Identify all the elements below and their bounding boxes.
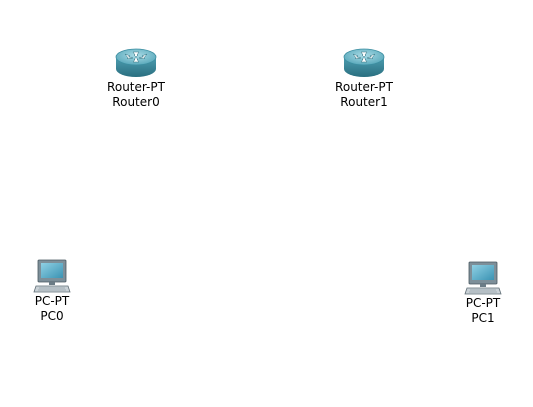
router-icon xyxy=(115,48,157,77)
device-pc1[interactable]: PC-PT PC1 xyxy=(445,260,521,326)
device-pc0[interactable]: PC-PT PC0 xyxy=(14,258,90,324)
device-name-label[interactable]: Router1 xyxy=(340,95,388,109)
pc-icon xyxy=(33,259,71,293)
device-name-label[interactable]: Router0 xyxy=(112,95,160,109)
device-model-label: PC-PT xyxy=(465,296,501,310)
device-name-label[interactable]: PC1 xyxy=(471,311,495,325)
router-icon xyxy=(343,48,385,77)
device-model-label: Router-PT xyxy=(335,80,393,94)
device-router0[interactable]: Router-PT Router0 xyxy=(94,46,178,110)
device-model-label: Router-PT xyxy=(107,80,165,94)
device-router1[interactable]: Router-PT Router1 xyxy=(322,46,406,110)
device-name-label[interactable]: PC0 xyxy=(40,309,64,323)
device-model-label: PC-PT xyxy=(34,294,70,308)
pc-icon xyxy=(464,261,502,295)
